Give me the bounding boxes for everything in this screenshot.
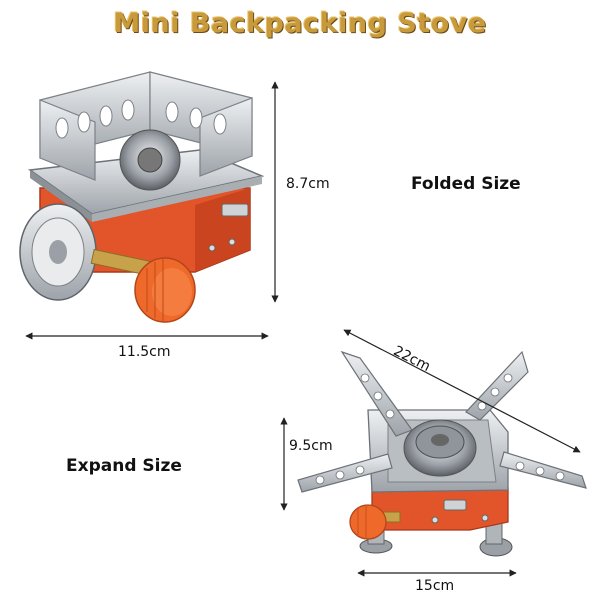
expanded-stove	[297, 350, 587, 557]
expanded-width-label: 15cm	[415, 578, 455, 594]
page-title: Mini Backpacking Stove	[113, 8, 487, 39]
expanded-diagonal-line	[343, 329, 581, 453]
expand-size-heading: Expand Size	[66, 456, 182, 476]
folded-width-label: 11.5cm	[118, 344, 171, 360]
folded-stove	[19, 71, 265, 323]
folded-height-label: 8.7cm	[286, 176, 330, 192]
expanded-height-label: 9.5cm	[289, 438, 333, 454]
folded-size-heading: Folded Size	[411, 174, 521, 194]
